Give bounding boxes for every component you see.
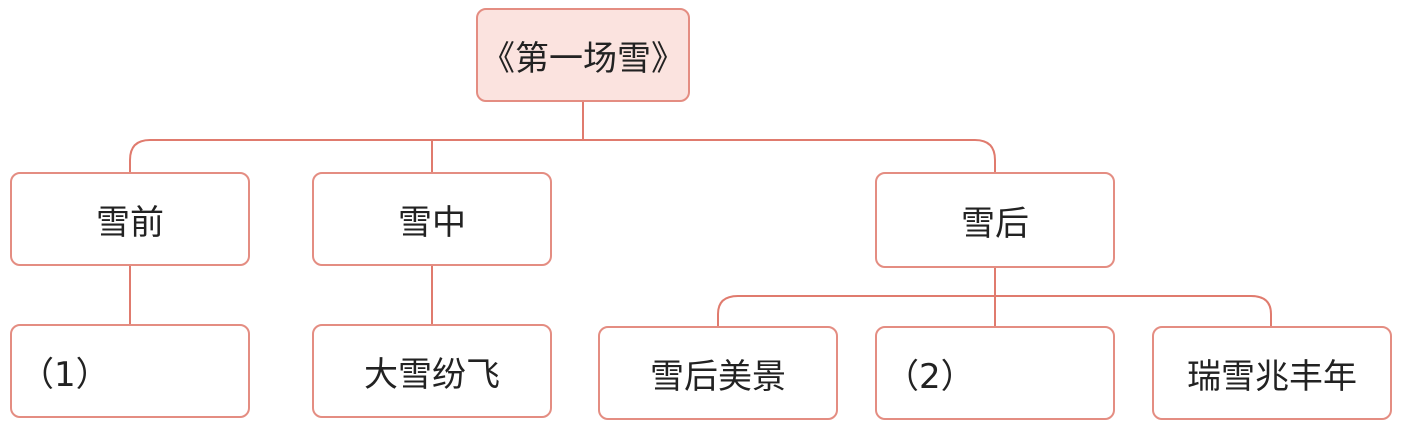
phase-node-after: 雪后	[875, 172, 1115, 268]
phase-node-before-label: 雪前	[96, 202, 164, 243]
phase-node-after-label: 雪后	[961, 203, 1029, 244]
root-node: 《第一场雪》	[476, 8, 690, 102]
phase-node-before: 雪前	[10, 172, 250, 266]
leaf-node-after-scenery: 雪后美景	[598, 326, 838, 420]
after-to-children-connector	[717, 266, 1272, 326]
leaf-node-after-blank: （2）	[875, 326, 1115, 420]
leaf-node-after-scenery-label: 雪后美景	[650, 356, 786, 397]
leaf-node-after-harvest: 瑞雪兆丰年	[1152, 326, 1392, 420]
phase-node-during-label: 雪中	[398, 202, 466, 243]
leaf-node-after-blank-label: （2）	[885, 356, 975, 397]
root-to-phases-connector	[129, 100, 996, 172]
leaf-node-after-harvest-label: 瑞雪兆丰年	[1187, 356, 1357, 397]
root-node-label: 《第一场雪》	[481, 38, 685, 79]
leaf-node-before-detail: （1）	[10, 324, 250, 418]
leaf-node-during-detail-label: 大雪纷飞	[364, 354, 500, 395]
phase-node-during: 雪中	[312, 172, 552, 266]
leaf-node-before-detail-label: （1）	[20, 354, 110, 395]
leaf-node-during-detail: 大雪纷飞	[312, 324, 552, 418]
